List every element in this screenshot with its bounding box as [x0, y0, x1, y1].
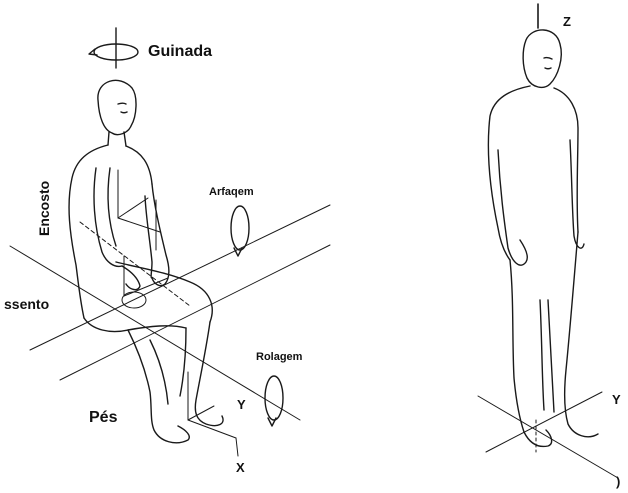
yaw-rotation-arrow: [89, 28, 138, 68]
left-x-axis-label: X: [236, 460, 245, 475]
seated-figure-diagram: [10, 28, 330, 456]
roll-label: Rolagem: [256, 351, 302, 363]
seat-axis-triad: [122, 256, 168, 308]
backrest-label: Encosto: [36, 181, 52, 236]
seat-label: ssento: [4, 296, 49, 312]
yaw-label: Guinada: [148, 43, 212, 61]
feet-label: Pés: [89, 409, 117, 427]
right-z-axis-label: Z: [563, 14, 571, 29]
left-y-axis-label: Y: [237, 397, 246, 412]
seated-human-outline: [69, 80, 223, 442]
right-x-axis-label: ): [616, 474, 620, 489]
standing-human-outline: [488, 30, 598, 447]
pitch-label: Arfaqem: [209, 186, 254, 198]
backrest-axis-triad: [118, 170, 160, 250]
right-y-axis-label: Y: [612, 392, 621, 407]
standing-figure-diagram: [478, 4, 618, 478]
